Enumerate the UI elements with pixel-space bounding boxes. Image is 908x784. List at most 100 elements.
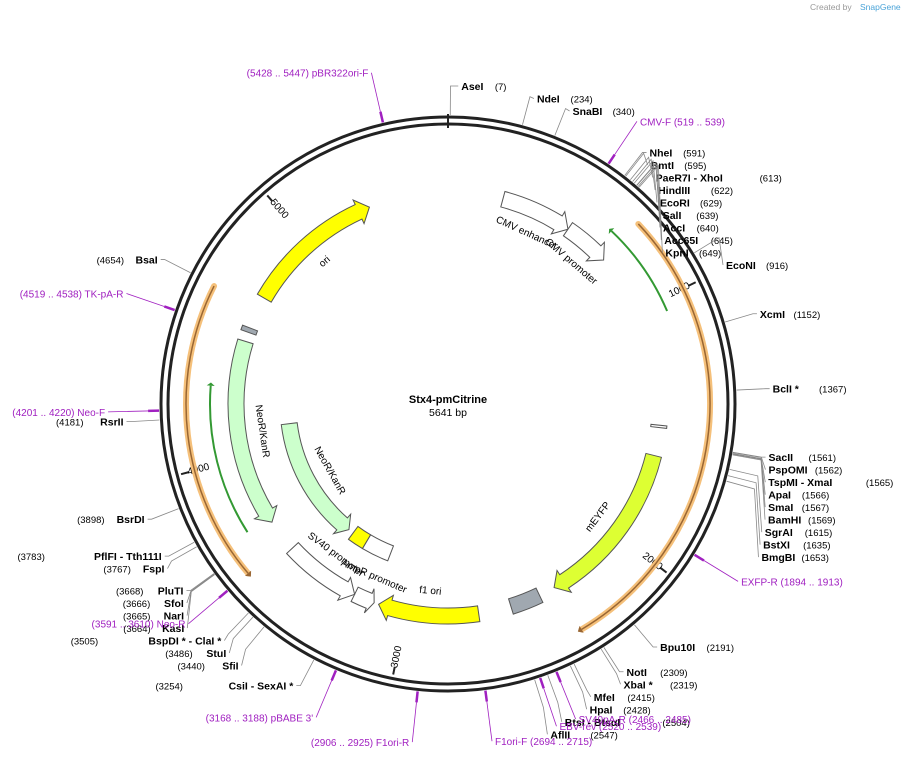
feature-ampr-promoter[interactable] xyxy=(350,586,375,614)
primer-site-f1ori-f[interactable]: F1ori-F (2694 .. 2715) xyxy=(495,737,592,748)
enzyme-name-tspmi: TspMI - XmaI xyxy=(768,477,832,489)
enzyme-site-pspomi[interactable]: PspOMI(1562) xyxy=(768,465,842,477)
enzyme-site-sfii[interactable]: SfiI(3440) xyxy=(178,661,239,673)
primer-site-exfp-r[interactable]: EXFP-R (1894 .. 1913) xyxy=(741,577,843,588)
enzyme-site-fspi[interactable]: FspI(3767) xyxy=(103,564,164,576)
primer-site-tk-pa-r[interactable]: (4519 .. 4538) TK-pA-R xyxy=(20,289,124,300)
enzyme-site-bstxi[interactable]: BstXI(1635) xyxy=(763,540,830,552)
tick-mark-3000 xyxy=(392,666,396,675)
enzyme-site-bamhi[interactable]: BamHI (1569) xyxy=(768,515,835,527)
enzyme-site-bcli[interactable]: BclI *(1367) xyxy=(773,384,847,396)
orf-head-1 xyxy=(206,382,215,386)
enzyme-site-csii[interactable]: CsiI - SexAI *(3254) xyxy=(155,681,294,693)
primer-site-neo-f[interactable]: (4201 .. 4220) Neo-F xyxy=(12,408,105,419)
enzyme-site-kpni[interactable]: KpnI(649) xyxy=(665,247,721,259)
enzyme-site-pflfi[interactable]: PflFI - Tth111I(3783) xyxy=(17,551,161,563)
enzyme-site-mfei[interactable]: MfeI(2415) xyxy=(594,692,655,704)
enzyme-site-tspmi[interactable]: TspMI - XmaI(1565) xyxy=(768,477,893,489)
feature-neor-kanr[interactable] xyxy=(280,422,352,535)
enzyme-site-pluti[interactable]: PluTI(3668) xyxy=(116,586,184,598)
enzyme-site-bsrdi[interactable]: BsrDI(3898) xyxy=(77,514,145,526)
enzyme-site-kasi[interactable]: KasI(3664) xyxy=(123,623,184,635)
enzyme-pos-acc65i: (645) xyxy=(711,236,733,247)
primer-leader-neo-r xyxy=(188,597,220,625)
enzyme-site-btsi[interactable]: BtsI - BtsαI(2504) xyxy=(565,717,690,729)
enzyme-site-xcmi[interactable]: XcmI(1152) xyxy=(760,309,820,321)
enzyme-pos-bspdi: (3505) xyxy=(71,637,98,648)
enzyme-pos-pflfi: (3783) xyxy=(17,552,44,563)
enzyme-site-acc65i[interactable]: Acc65I (645) xyxy=(664,235,733,247)
primer-site-pbr322ori-f[interactable]: (5428 .. 5447) pBR322ori-F xyxy=(247,69,369,80)
primer-name-f1ori-r: (2906 .. 2925) F1ori-R xyxy=(311,738,409,749)
enzyme-site-noti[interactable]: NotI(2309) xyxy=(627,667,688,679)
primer-site-pbabe-3[interactable]: (3168 .. 3188) pBABE 3' xyxy=(206,713,314,724)
orange-arc-head-1 xyxy=(244,570,252,577)
enzyme-site-nari[interactable]: NarI(3665) xyxy=(123,611,184,623)
enzyme-name-econi: EcoNI xyxy=(726,260,756,272)
enzyme-site-aflii[interactable]: AflII(2547) xyxy=(550,729,617,741)
feature-kozak-sequence[interactable] xyxy=(650,423,668,429)
enzyme-site-bsai[interactable]: BsaI(4654) xyxy=(97,255,158,267)
enzyme-pos-noti: (2309) xyxy=(660,668,687,679)
feature-sv40-poly-a-signal[interactable] xyxy=(507,587,544,615)
primer-site-cmv-f[interactable]: CMV-F (519 .. 539) xyxy=(640,117,725,128)
feature-label-ori: ori xyxy=(317,254,333,270)
enzyme-leader-sfii xyxy=(241,626,265,666)
enzyme-site-smai[interactable]: SmaI(1567) xyxy=(768,502,829,514)
primer-name-tk-pa-r: (4519 .. 4538) TK-pA-R xyxy=(20,289,124,300)
enzyme-site-econi[interactable]: EcoNI(916) xyxy=(726,260,788,272)
enzyme-leader-bstxi xyxy=(727,475,761,545)
enzyme-site-bpu10i[interactable]: Bpu10I(2191) xyxy=(660,642,734,654)
enzyme-site-bspdi[interactable]: BspDI * - ClaI *(3505) xyxy=(71,636,223,648)
enzyme-site-ecori[interactable]: EcoRI(629) xyxy=(660,197,722,209)
enzyme-site-rsrii[interactable]: RsrII(4181) xyxy=(56,417,124,429)
feature-hsv-tk-poly-a-signal[interactable] xyxy=(240,324,259,336)
enzyme-name-acc65i: Acc65I xyxy=(664,235,698,247)
enzyme-site-hindiii[interactable]: HindIII(622) xyxy=(658,185,733,197)
primer-site-sv40pa-r[interactable]: SV40pA-R (2466 .. 2485) xyxy=(579,715,691,726)
enzyme-site-ndei[interactable]: NdeI(234) xyxy=(537,94,593,106)
feature-sv40-promoter[interactable] xyxy=(285,541,356,602)
enzyme-name-bamhi: BamHI xyxy=(768,515,801,527)
enzyme-leader-mfei xyxy=(573,663,592,697)
enzyme-name-sgrai: SgrAI xyxy=(765,527,793,539)
enzyme-pos-aflii: (2547) xyxy=(590,730,617,741)
enzyme-site-nhei[interactable]: NheI(591) xyxy=(650,147,706,159)
enzyme-site-snabi[interactable]: SnaBI(340) xyxy=(573,106,635,118)
feature-cmv-promoter[interactable] xyxy=(562,221,605,262)
enzyme-leader-xbai xyxy=(600,648,621,685)
enzyme-site-acci[interactable]: AccI(640) xyxy=(663,222,719,234)
orf-arrows xyxy=(206,228,669,533)
feature-meyfp[interactable] xyxy=(553,452,663,594)
enzyme-site-bmgbi[interactable]: BmgBI(1653) xyxy=(761,552,828,564)
enzyme-site-apai[interactable]: ApaI(1566) xyxy=(768,490,829,502)
enzyme-name-bsai: BsaI xyxy=(136,255,158,267)
enzyme-site-bmti[interactable]: BmtI(595) xyxy=(651,160,707,172)
feature-sv40-ori[interactable] xyxy=(347,525,372,550)
feature-sv40-enhancer[interactable] xyxy=(361,534,395,562)
enzyme-name-ecori: EcoRI xyxy=(660,197,690,209)
plasmid-name: Stx4-pmCitrine xyxy=(409,394,487,406)
enzyme-pos-bamhi: (1569) xyxy=(808,516,835,527)
enzyme-site-sacii[interactable]: SacII(1561) xyxy=(769,452,836,464)
enzyme-site-sgrai[interactable]: SgrAI(1615) xyxy=(765,527,832,539)
enzyme-site-hpai[interactable]: HpaI(2428) xyxy=(590,704,651,716)
enzyme-pos-ndei: (234) xyxy=(571,95,593,106)
enzyme-site-sfoi[interactable]: SfoI(3666) xyxy=(123,598,184,610)
enzyme-name-pluti: PluTI xyxy=(158,586,184,598)
enzyme-site-paer7i[interactable]: PaeR7I - XhoI(613) xyxy=(656,172,782,184)
feature-f1-ori[interactable] xyxy=(377,594,481,625)
enzyme-name-stui: StuI xyxy=(206,648,226,660)
enzyme-site-xbai[interactable]: XbaI *(2319) xyxy=(624,679,698,691)
primer-site-neo-r[interactable]: (3591 .. 3610) Neo-R xyxy=(92,620,186,631)
enzyme-site-asei[interactable]: AseI(7) xyxy=(461,81,506,93)
primer-site-ebv-rev[interactable]: EBV-rev (2520 .. 2539) xyxy=(559,722,661,733)
primer-mark-pbr322ori-f xyxy=(379,111,385,123)
feature-neor-kanr[interactable] xyxy=(227,338,278,523)
primer-leader-f1ori-r xyxy=(411,702,417,743)
feature-ori[interactable] xyxy=(256,199,371,303)
enzyme-site-sali[interactable]: SalI(639) xyxy=(663,210,719,222)
enzyme-site-stui[interactable]: StuI(3486) xyxy=(165,648,226,660)
primer-site-f1ori-r[interactable]: (2906 .. 2925) F1ori-R xyxy=(311,738,409,749)
